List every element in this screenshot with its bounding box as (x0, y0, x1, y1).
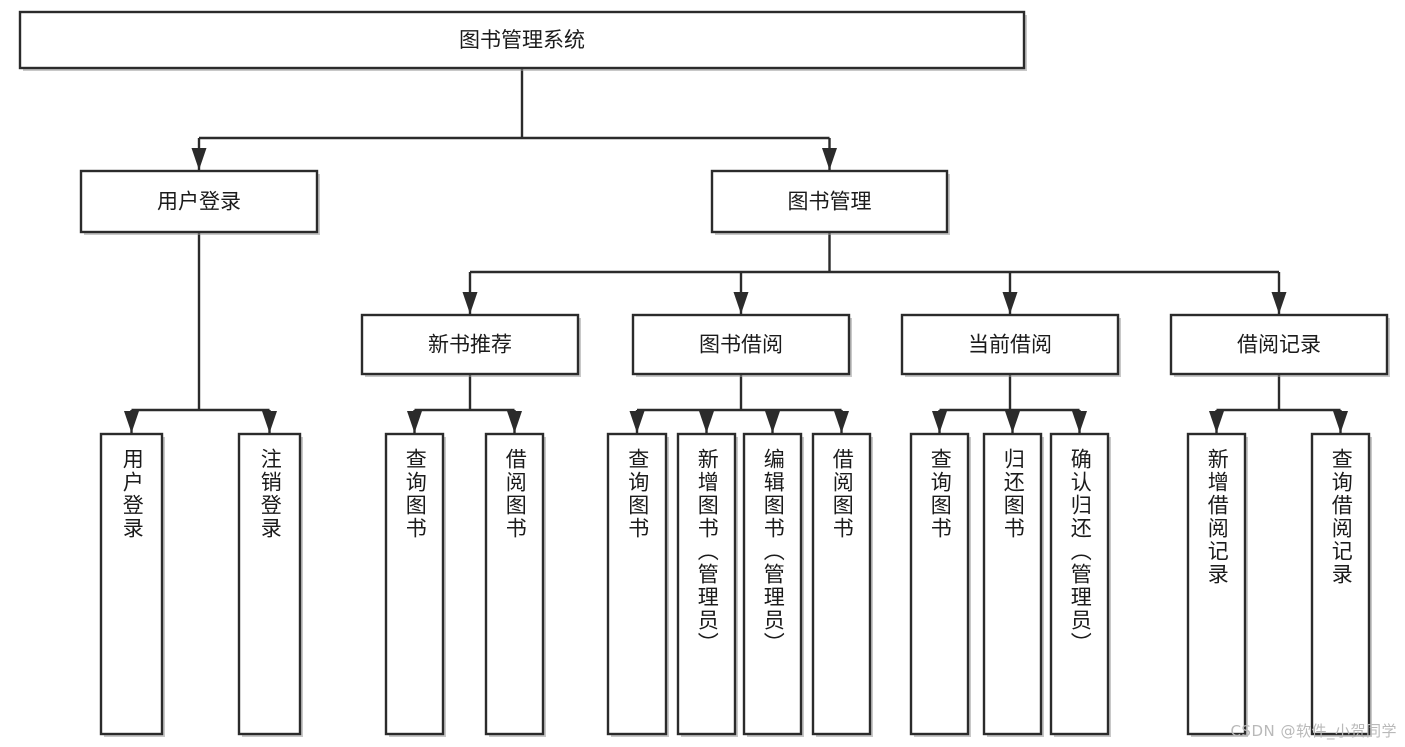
manage-arrow-0 (462, 292, 478, 314)
node-leaf-6[interactable] (742, 432, 803, 736)
g1-arrow-2 (765, 411, 780, 433)
node-level3-1[interactable] (631, 313, 851, 376)
node-level3-3[interactable] (1169, 313, 1389, 376)
root-arrow-1 (822, 148, 837, 170)
node-leaf-5[interactable] (676, 432, 737, 736)
g3-arrow-0 (1209, 411, 1224, 433)
node-level3-label-2: 当前借阅 (968, 333, 1052, 357)
g2-arrow-0 (932, 411, 947, 433)
node-leaf-9[interactable] (982, 432, 1043, 736)
node-leaf-0[interactable] (99, 432, 164, 736)
manage-arrow-2 (1002, 292, 1018, 314)
node-leaf-4[interactable] (606, 432, 668, 736)
node-level3-label-0: 新书推荐 (428, 333, 512, 357)
watermark-text: CSDN @软件_小贺同学 (1230, 722, 1397, 740)
node-leaf-7[interactable] (811, 432, 872, 736)
login-arrow-1 (262, 411, 277, 433)
node-level2-0[interactable] (79, 169, 319, 234)
manage-arrow-3 (1271, 292, 1287, 314)
g1-arrow-0 (629, 411, 645, 433)
node-level3-2[interactable] (900, 313, 1120, 376)
g0-arrow-1 (507, 411, 522, 433)
login-arrow-0 (124, 411, 139, 433)
node-root[interactable] (18, 10, 1026, 70)
node-level3-0[interactable] (360, 313, 580, 376)
g2-arrow-2 (1072, 411, 1087, 433)
node-level2-1[interactable] (710, 169, 949, 234)
node-leaf-8[interactable] (909, 432, 970, 736)
manage-arrow-1 (733, 292, 749, 314)
node-leaf-2[interactable] (384, 432, 445, 736)
edges-layer (124, 68, 1348, 433)
root-arrow-0 (191, 148, 207, 170)
node-leaf-1[interactable] (237, 432, 302, 736)
g3-arrow-1 (1333, 411, 1348, 433)
g2-arrow-1 (1005, 411, 1020, 433)
node-level2-label-0: 用户登录 (157, 190, 241, 214)
node-leaf-3[interactable] (484, 432, 545, 736)
node-leaf-11[interactable] (1186, 432, 1247, 736)
g0-arrow-0 (407, 411, 422, 433)
node-level3-label-1: 图书借阅 (699, 333, 783, 357)
node-leaf-10[interactable] (1049, 432, 1110, 736)
node-level3-label-3: 借阅记录 (1237, 333, 1321, 357)
g1-arrow-3 (834, 411, 849, 433)
boxes-layer (18, 10, 1390, 737)
node-root-label: 图书管理系统 (459, 28, 585, 52)
node-level2-label-1: 图书管理 (788, 190, 872, 214)
node-leaf-12[interactable] (1310, 432, 1371, 736)
g1-arrow-1 (699, 411, 714, 433)
